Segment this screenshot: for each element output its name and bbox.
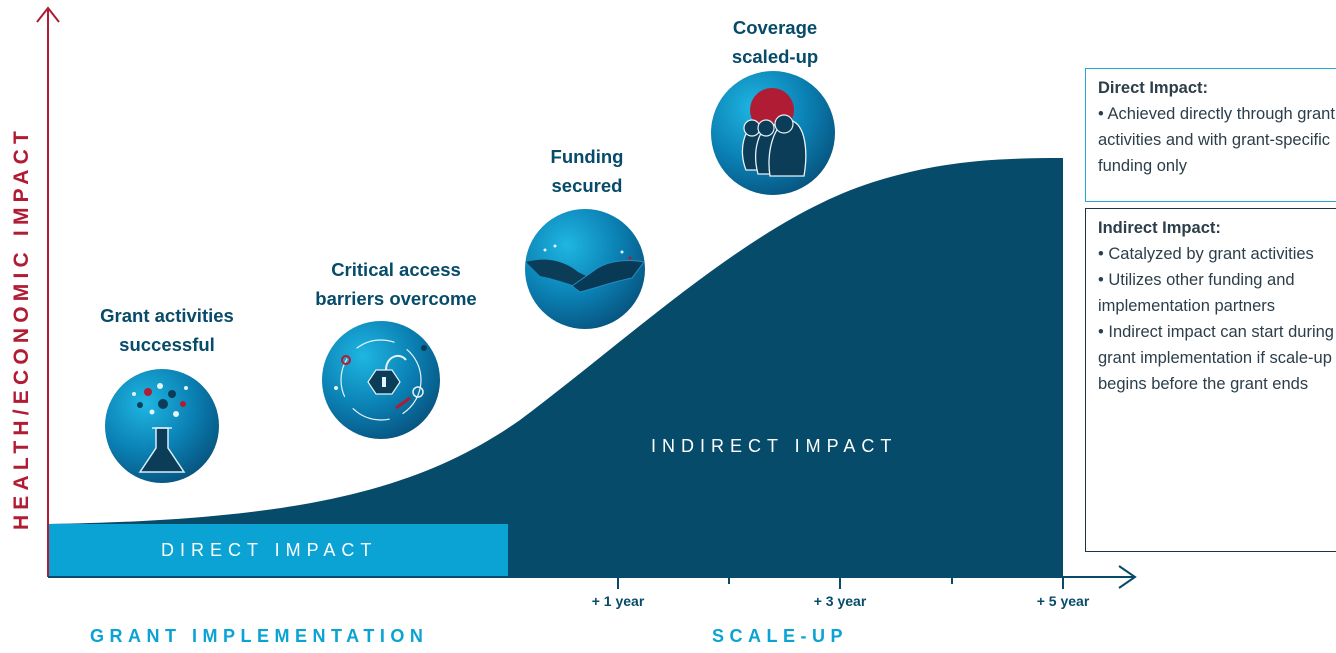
tick-label-3-year: + 3 year <box>813 593 867 609</box>
milestone-line-1: Funding <box>550 146 624 167</box>
handshake-icon <box>525 209 645 329</box>
indirect-impact-bullet: • Catalyzed by grant activities <box>1098 245 1314 263</box>
milestone-line-2: barriers overcome <box>315 288 477 309</box>
milestone-line-2: secured <box>551 175 623 196</box>
milestone-line-1: Critical access <box>331 259 461 280</box>
indirect-impact-area <box>48 158 1063 577</box>
indirect-impact-box: Indirect Impact: • Catalyzed by grant ac… <box>1085 208 1336 552</box>
milestone-funding-secured: Funding secured <box>551 142 624 200</box>
y-axis-title: HEALTH/ECONOMIC IMPACT <box>10 125 33 531</box>
milestone-line-1: Grant activities <box>100 305 234 326</box>
padlock-icon <box>322 321 440 439</box>
indirect-impact-box-title: Indirect Impact: <box>1098 219 1221 237</box>
milestone-line-1: Coverage <box>732 17 818 38</box>
y-axis-arrow <box>36 6 60 23</box>
tick-label-1-year: + 1 year <box>591 593 645 609</box>
indirect-impact-label: INDIRECT IMPACT <box>651 436 898 456</box>
milestone-line-2: scaled-up <box>731 46 819 67</box>
people-icon <box>711 71 835 195</box>
milestone-line-2: successful <box>119 334 215 355</box>
direct-impact-bullet: • Achieved directly through grant activi… <box>1098 105 1335 175</box>
phase-scale-up: SCALE-UP <box>712 626 849 646</box>
indirect-impact-bullet: • Indirect impact can start during grant… <box>1098 323 1334 393</box>
indirect-impact-bullet: • Utilizes other funding and implementat… <box>1098 271 1295 315</box>
milestone-coverage-scaled: Coverage scaled-up <box>732 13 818 71</box>
direct-impact-band <box>48 524 508 577</box>
milestone-grant-activities: Grant activities successful <box>100 301 234 359</box>
phase-grant-implementation: GRANT IMPLEMENTATION <box>90 626 429 646</box>
flask-icon <box>105 369 219 483</box>
direct-impact-box: Direct Impact: • Achieved directly throu… <box>1085 68 1336 202</box>
direct-impact-label: DIRECT IMPACT <box>161 540 378 560</box>
tick-label-5-year: + 5 year <box>1036 593 1090 609</box>
x-axis-arrow <box>1118 565 1137 589</box>
milestone-access-barriers: Critical access barriers overcome <box>315 255 476 313</box>
direct-impact-box-title: Direct Impact: <box>1098 79 1209 97</box>
